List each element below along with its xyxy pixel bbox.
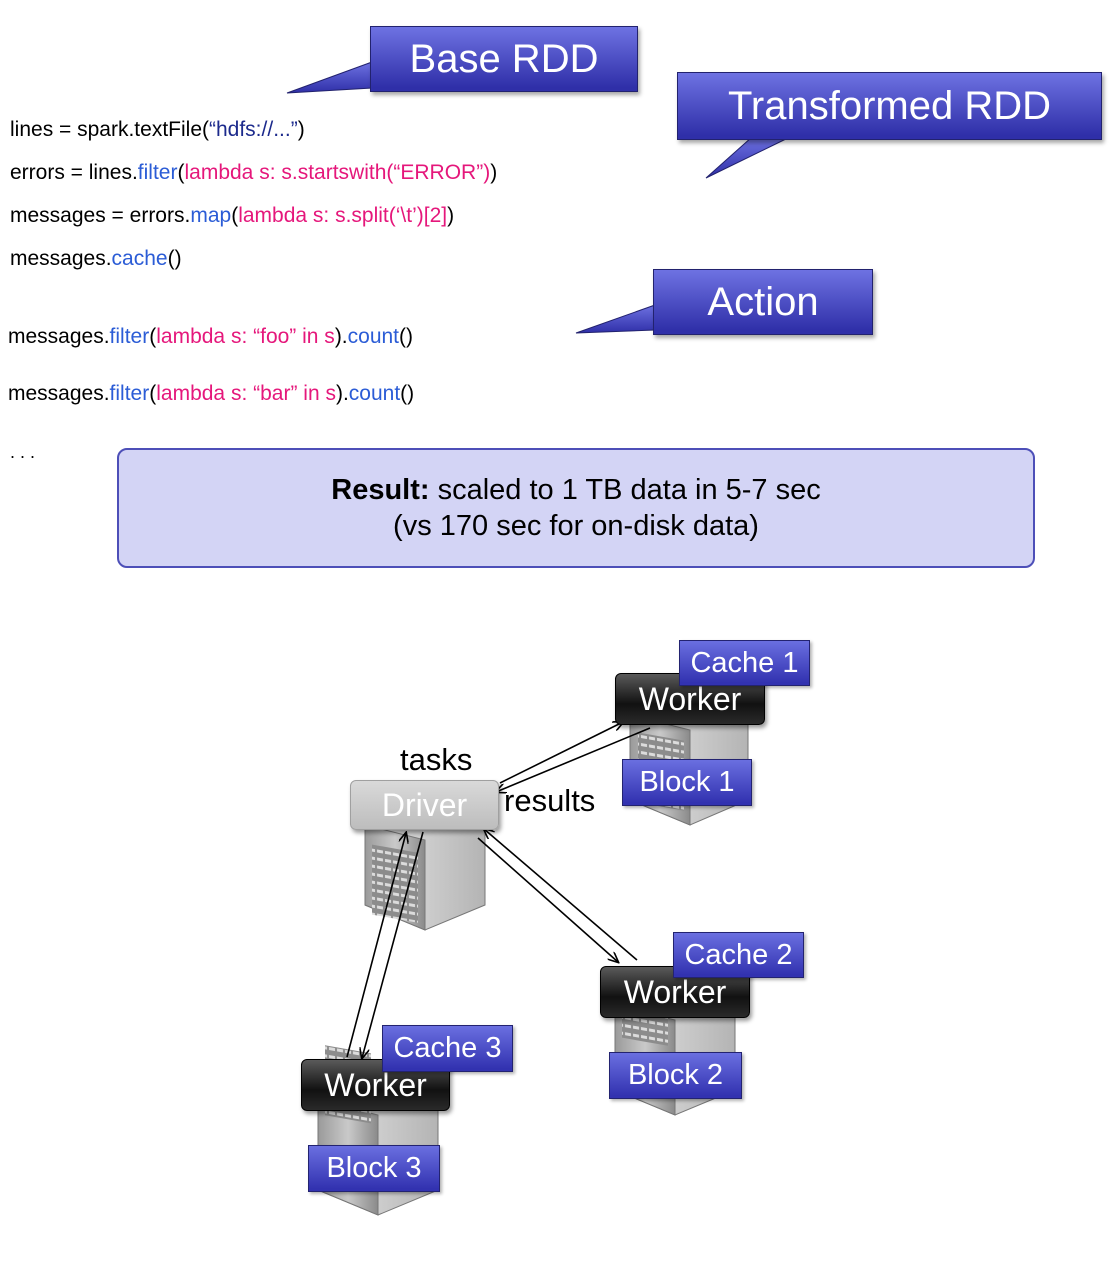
transformed-rdd-label: Transformed RDD: [727, 83, 1052, 128]
code-line-1: lines = spark.textFile(“hdfs://...”): [10, 118, 305, 141]
base-rdd-callout: Base RDD: [370, 26, 638, 92]
result-arrow-worker-3: [346, 833, 406, 1058]
action-label: Action: [707, 279, 819, 324]
cache-2-tag: Cache 2: [673, 932, 804, 978]
result-arrow-worker-1: [496, 727, 651, 792]
code-line-4: messages.cache(): [10, 247, 182, 270]
worker-3-label: Worker: [301, 1059, 450, 1111]
result-line-1: Result: scaled to 1 TB data in 5-7 sec: [331, 474, 821, 506]
code-line-2: errors = lines.filter(lambda s: s.starts…: [10, 161, 498, 184]
tasks-label: tasks: [400, 742, 473, 777]
code-ellipsis: . . .: [10, 442, 36, 462]
results-label: results: [504, 783, 596, 818]
result-arrow-worker-2: [484, 829, 638, 961]
code-line-3: messages = errors.map(lambda s: s.split(…: [10, 204, 455, 227]
task-arrow-worker-3: [362, 831, 424, 1058]
base-rdd-label: Base RDD: [409, 36, 599, 81]
result-line-2: (vs 170 sec for on-disk data): [393, 510, 759, 542]
driver-label: Driver: [350, 780, 499, 830]
result-bold: Result:: [331, 474, 430, 506]
task-arrow-worker-1: [499, 722, 623, 784]
block-1-tag: Block 1: [622, 759, 752, 806]
cache-1-tag: Cache 1: [679, 640, 810, 686]
block-2-tag: Block 2: [609, 1052, 742, 1099]
code-line-5: messages.filter(lambda s: “foo” in s).co…: [8, 325, 414, 348]
task-arrow-worker-2: [477, 837, 618, 962]
cache-3-tag: Cache 3: [382, 1025, 513, 1072]
transformed-rdd-callout: Transformed RDD: [677, 72, 1102, 140]
result-box: Result: scaled to 1 TB data in 5-7 sec (…: [117, 448, 1035, 568]
action-callout: Action: [653, 269, 873, 335]
code-line-6: messages.filter(lambda s: “bar” in s).co…: [8, 382, 415, 405]
block-3-tag: Block 3: [308, 1145, 440, 1192]
